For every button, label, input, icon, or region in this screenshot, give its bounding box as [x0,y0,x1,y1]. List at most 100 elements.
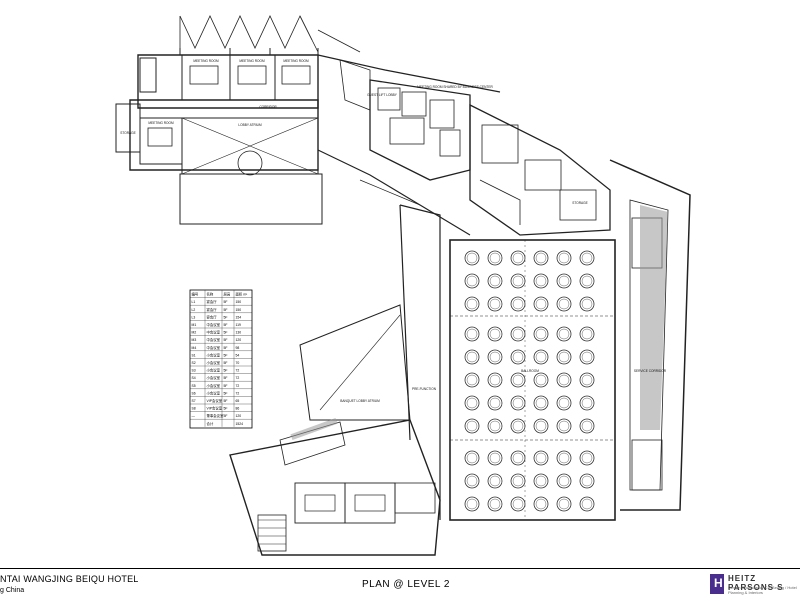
round-table [556,349,572,365]
round-table-inner [558,498,570,510]
table-cell: 5F [224,391,228,395]
round-table-inner [489,298,501,310]
round-table-inner [512,397,524,409]
round-table-inner [535,374,547,386]
label-business-center: MEETING ROOM SHARED BY BUSINESS CENTER [417,85,493,89]
table-cell: 5F [224,399,228,403]
round-table-inner [489,420,501,432]
round-table-inner [558,452,570,464]
table-cell: M3 [192,338,197,342]
table-cell: M2 [192,331,197,335]
table-cell: 1524 [236,422,244,426]
table-cell: 150 [236,308,242,312]
round-table-inner [558,420,570,432]
table-cell: 5F [224,315,228,319]
round-table [510,395,526,411]
round-table [533,349,549,365]
round-table [464,349,480,365]
label-meeting-room-3: MEETING ROOM [283,59,309,63]
round-table [464,250,480,266]
table-cell: 5F [224,300,228,304]
table-cell: 中会议室 [207,345,221,350]
table-header-cell: 层高 [224,292,231,297]
table-cell: 98 [236,346,240,350]
label-storage: STORAGE [120,131,136,135]
table-cell: 130 [236,331,242,335]
round-table-inner [512,298,524,310]
round-table [579,473,595,489]
round-table [533,296,549,312]
round-table-inner [466,498,478,510]
table-cell: S4 [192,376,196,380]
round-table-inner [466,351,478,363]
round-table [556,473,572,489]
round-table [487,450,503,466]
round-table [556,250,572,266]
round-table-inner [512,452,524,464]
round-table [579,273,595,289]
round-table [487,473,503,489]
round-table-inner [489,475,501,487]
table-cell: 宴会厅 [207,314,218,319]
round-table [464,326,480,342]
round-table [533,395,549,411]
round-table [464,496,480,512]
round-table-inner [535,397,547,409]
table-cell: 154 [236,315,242,319]
table-cell: 5F [224,407,228,411]
project-location: g China [0,587,25,594]
round-table-inner [489,374,501,386]
table-header-cell: 面积 m² [236,292,249,297]
firm-subtitle: Design Consultancy Co. Beijing / Hotel P… [728,585,797,595]
round-table [533,496,549,512]
round-table [579,349,595,365]
round-table-inner [489,351,501,363]
round-table-inner [535,475,547,487]
table-cell: S7 [192,399,196,403]
table-cell: 小会议室 [207,360,221,365]
table-cell: 中会议室 [207,322,221,327]
round-table-inner [535,298,547,310]
firm-logo-icon [710,574,724,594]
label-meeting-room-4: MEETING ROOM [148,121,174,125]
round-table [579,372,595,388]
round-table [579,418,595,434]
round-table-inner [512,275,524,287]
project-title: NTAI WANGJING BEIQU HOTEL [0,574,139,584]
round-table-inner [558,298,570,310]
table-cell: VIP会议室 [207,398,223,403]
round-table [533,473,549,489]
table-cell: 120 [236,338,242,342]
table-cell: 72 [236,384,240,388]
table-cell: 5F [224,346,228,350]
round-table [510,473,526,489]
table-cell: 120 [236,414,242,418]
table-cell: S5 [192,384,196,388]
round-table-inner [512,374,524,386]
round-table-inner [512,252,524,264]
round-table-inner [466,475,478,487]
round-table [464,395,480,411]
round-table-inner [581,452,593,464]
round-table [487,395,503,411]
table-cell: 150 [236,300,242,304]
label-service: SERVICE CORRIDOR [634,369,667,373]
round-table-inner [489,452,501,464]
round-table [579,450,595,466]
table-cell: 合计 [207,421,214,426]
round-table [510,349,526,365]
table-cell: 119 [236,323,242,327]
table-cell: VIP会议室 [207,406,223,411]
round-table-inner [512,328,524,340]
table-cell: 72 [236,369,240,373]
round-table [510,296,526,312]
round-table [464,473,480,489]
table-cell: 5F [224,323,228,327]
label-prefunction: PRE-FUNCTION [412,387,437,391]
label-banquet-lobby: BANQUET LOBBY ATRIUM [340,399,380,403]
round-table [556,326,572,342]
table-cell: 董事会议室 [207,413,225,418]
table-cell: L1 [192,300,196,304]
